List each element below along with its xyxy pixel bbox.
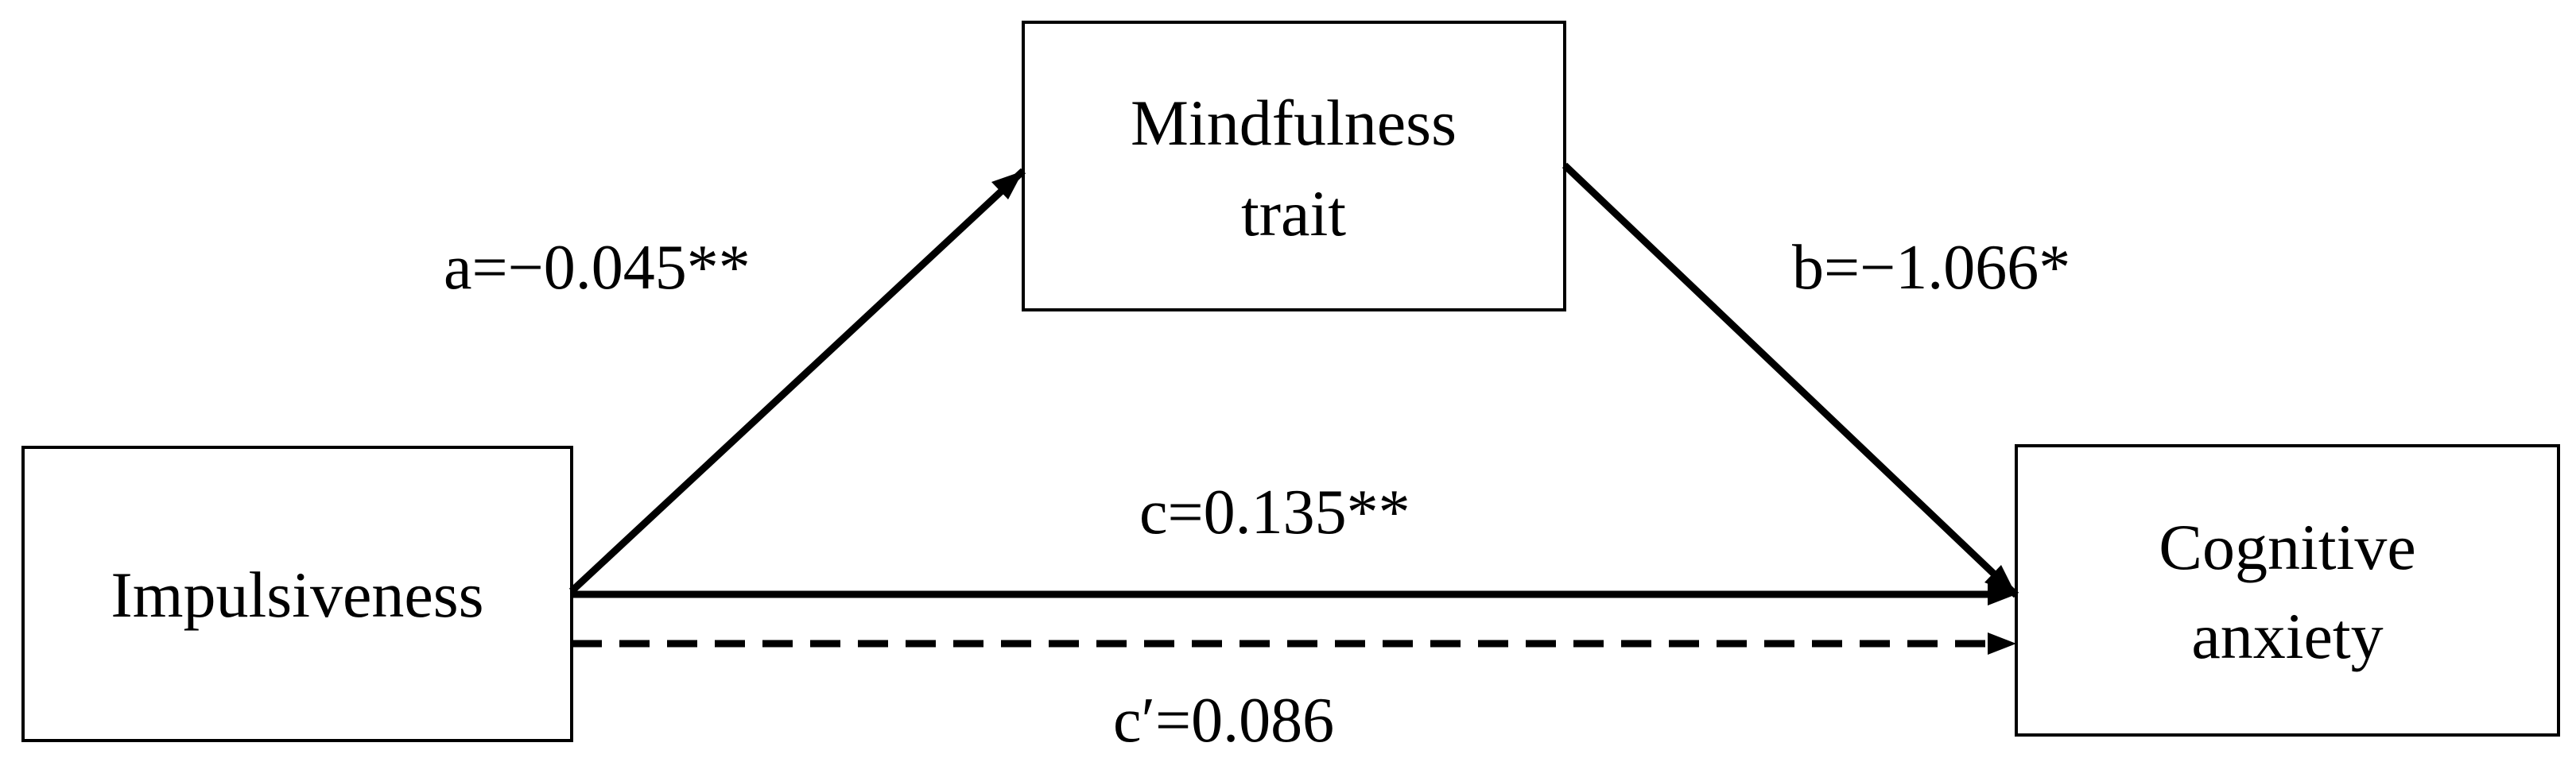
path-a-arrowhead [991,171,1023,199]
predictor-label: Impulsiveness [111,559,483,631]
outcome-label-line1: Cognitive [2159,511,2415,583]
path-b-label: b=−1.066* [1792,233,2070,303]
mediator-box [1022,21,1566,311]
outcome-label-line2: anxiety [2191,600,2383,672]
path-c-prime-label: c′=0.086 [1113,686,1334,756]
path-c-arrowhead [1988,583,2016,605]
path-c-label: c=0.135** [1139,478,1410,547]
path-c-prime-arrowhead [1988,632,2016,655]
path-a-arrow [568,168,1026,594]
path-a-label: a=−0.045** [444,233,751,303]
path-b-arrow [1562,162,2019,598]
mediator-label-line1: Mindfulness [1131,87,1457,159]
mediator-label-line2: trait [1241,177,1346,249]
outcome-box [2015,444,2560,737]
path-b-arrowhead [1984,565,2016,595]
